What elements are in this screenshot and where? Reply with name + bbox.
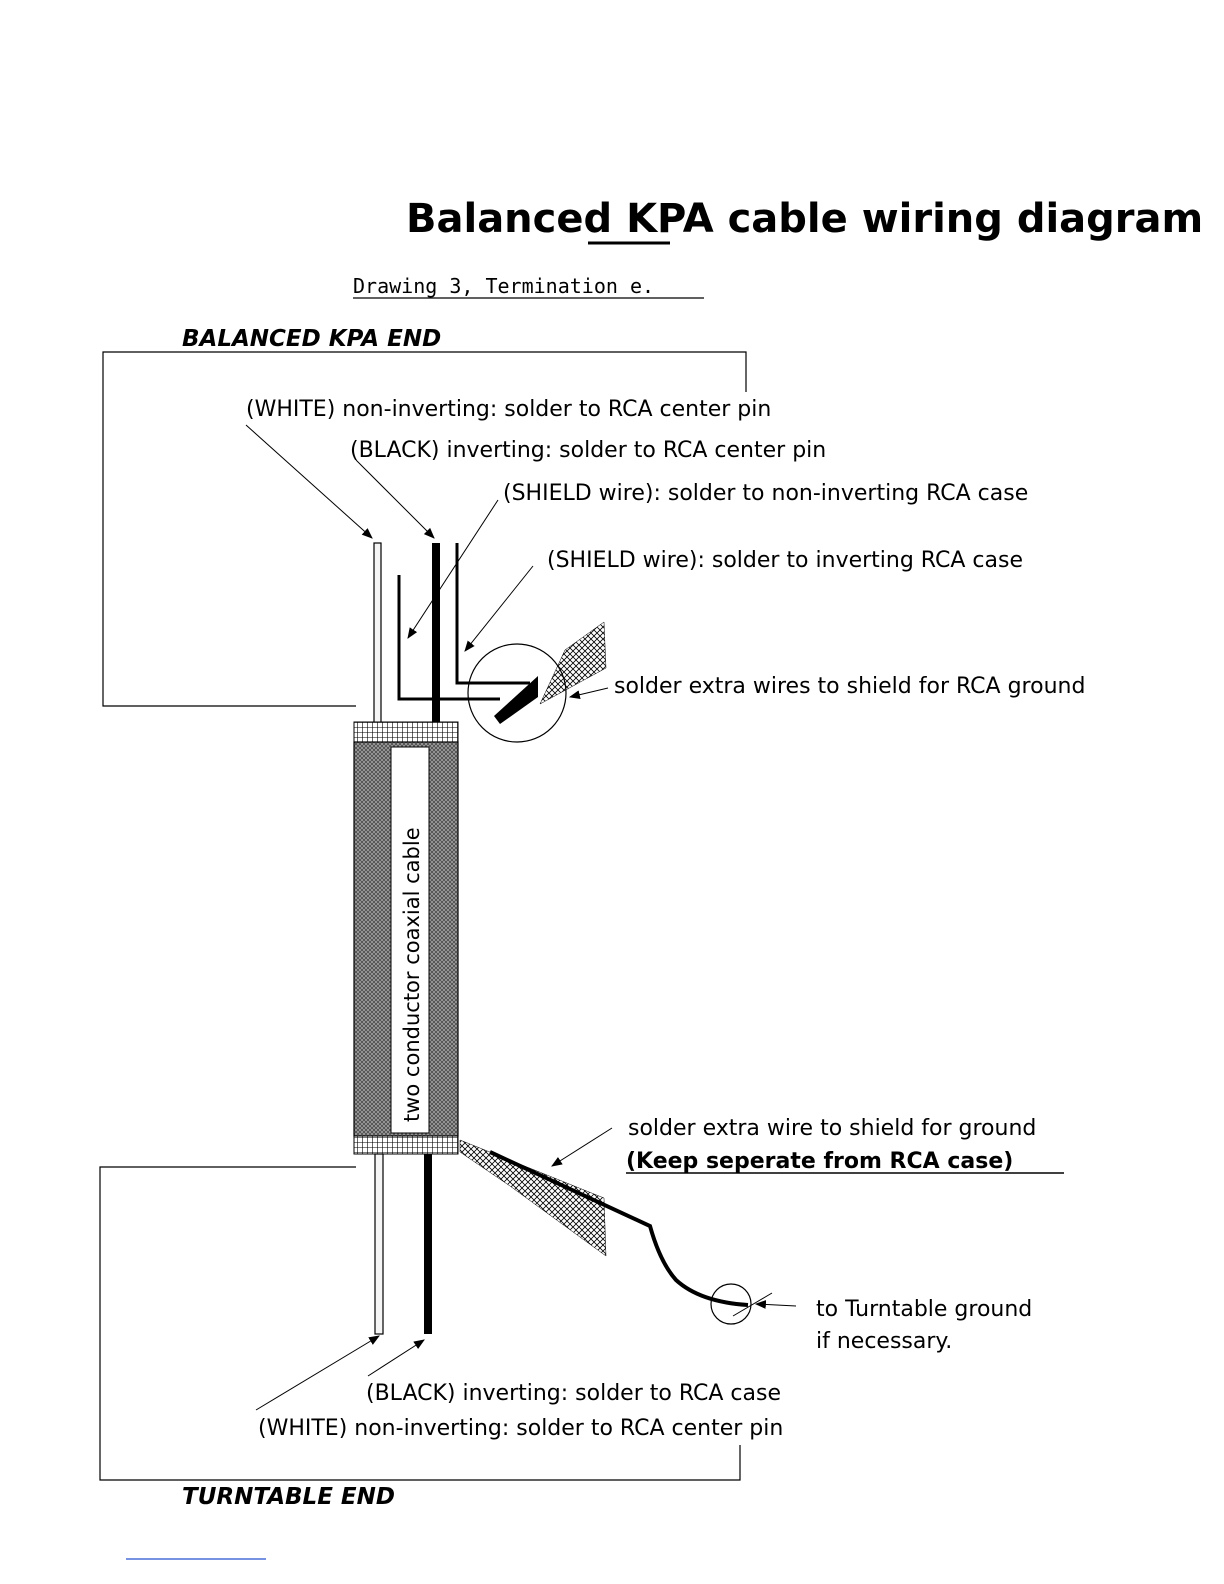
leader-top-white <box>245 424 373 539</box>
label-turntable-ground-1: to Turntable ground <box>816 1297 1032 1322</box>
top-end-bracket <box>102 351 747 707</box>
label-top-black: (BLACK) inverting: solder to RCA center … <box>350 438 826 463</box>
title-prefix: Balanced <box>406 196 626 242</box>
leader-top-shield-noninv <box>407 499 499 639</box>
leader-turntable-ground <box>754 1300 797 1309</box>
leader-bottom-black <box>367 1339 425 1377</box>
bottom-shield-braid <box>459 1139 607 1257</box>
label-top-white: (WHITE) non-inverting: solder to RCA cen… <box>246 397 771 422</box>
bottom-ground-wire <box>489 1150 749 1307</box>
label-top-extra-wires: solder extra wires to shield for RCA gro… <box>614 674 1085 699</box>
cable-bottom-band <box>353 1135 459 1155</box>
label-top-shield-inv: (SHIELD wire): solder to inverting RCA c… <box>547 548 1023 573</box>
leader-top-black <box>355 459 435 539</box>
top-shield-wire-noninv <box>397 575 500 701</box>
top-white-wire <box>373 542 382 724</box>
label-turntable-ground-2: if necessary. <box>816 1329 952 1354</box>
cable-top-band <box>353 721 459 743</box>
label-bottom-extra-wire: solder extra wire to shield for ground <box>628 1116 1036 1141</box>
page-title: Balanced KPA cable wiring diagram <box>406 196 1203 242</box>
top-end-label: BALANCED KPA END <box>182 326 441 352</box>
label-keep-separate: (Keep seperate from RCA case) <box>626 1149 1013 1174</box>
label-bottom-black: (BLACK) inverting: solder to RCA case <box>366 1381 781 1406</box>
bottom-end-label: TURNTABLE END <box>182 1484 395 1510</box>
leader-bottom-white <box>255 1335 380 1411</box>
leader-bottom-extra-wire <box>551 1127 613 1167</box>
top-shield-wire-inv <box>455 543 530 685</box>
cable-label: two conductor coaxial cable <box>400 827 424 1122</box>
label-top-shield-noninv: (SHIELD wire): solder to non-inverting R… <box>503 481 1028 506</box>
bottom-white-wire <box>374 1153 384 1335</box>
leader-top-shield-inv <box>464 565 534 652</box>
leader-top-extra-wires <box>568 687 609 699</box>
top-solder-highlight-circle <box>467 643 567 743</box>
turntable-ground-circle <box>710 1283 752 1325</box>
top-shield-solder-blob <box>494 676 538 724</box>
leader-turntable-ground-stub <box>732 1292 773 1317</box>
bottom-black-wire <box>424 1154 432 1334</box>
label-bottom-white: (WHITE) non-inverting: solder to RCA cen… <box>258 1416 783 1441</box>
top-shield-braid <box>539 621 607 705</box>
title-suffix: cable wiring diagram <box>714 196 1204 242</box>
top-black-wire <box>432 543 440 723</box>
title-emphasis: KPA <box>626 196 714 242</box>
drawing-subtitle: Drawing 3, Termination e. <box>353 274 654 298</box>
bottom-end-bracket <box>99 1166 741 1481</box>
cable-label-panel <box>390 746 430 1134</box>
